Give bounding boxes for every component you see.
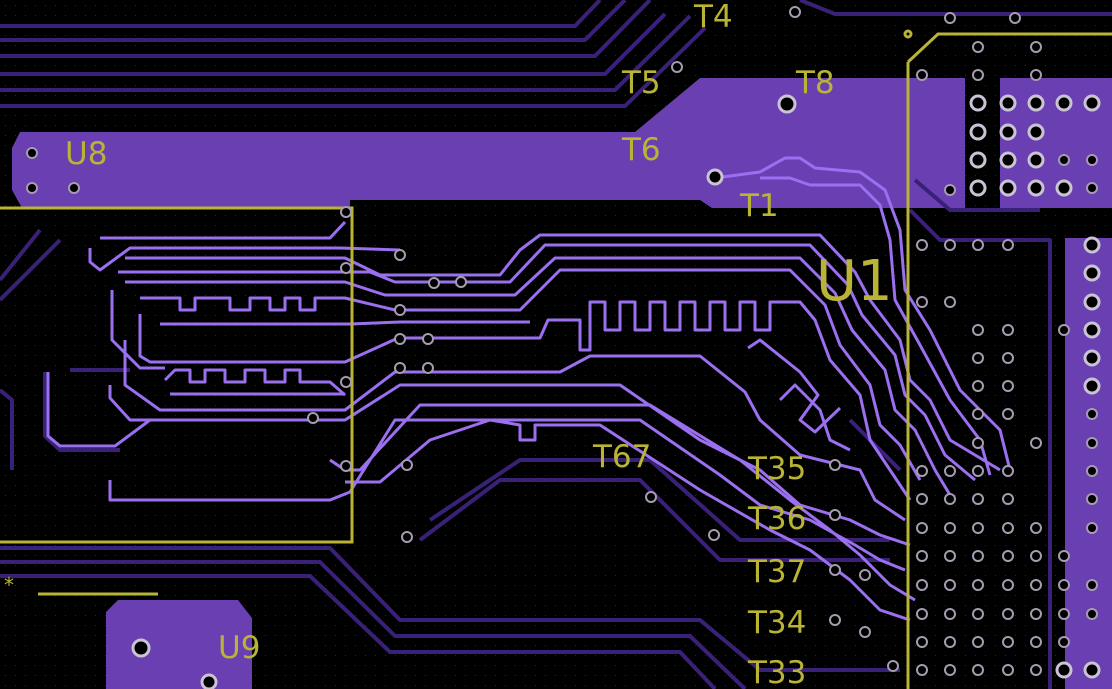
label-t8: T8 (795, 65, 835, 101)
copper-pour-right-lower (1065, 238, 1112, 689)
silkscreen-labels: T4 T5 T8 T6 U8 T1 U1 T67 T35 T36 T37 T34… (4, 0, 893, 689)
label-t67: T67 (592, 439, 651, 475)
copper-pour-u9 (106, 600, 252, 689)
label-t5: T5 (621, 65, 661, 101)
vias-large (131, 94, 1101, 689)
label-u1: U1 (816, 249, 893, 314)
label-t4: T4 (693, 0, 733, 35)
label-t33: T33 (747, 655, 806, 689)
pin1-marker: * (4, 573, 14, 597)
u8-outline (0, 206, 354, 544)
vias-small (26, 6, 1098, 676)
bright-traces (46, 156, 1012, 622)
u1-outline (906, 32, 1112, 689)
label-u9: U9 (218, 630, 260, 666)
label-t6: T6 (621, 132, 661, 168)
silkscreen-outlines (0, 29, 1112, 689)
copper-pour-right-upper (1000, 78, 1112, 208)
label-t36: T36 (747, 501, 806, 537)
label-t37: T37 (747, 554, 806, 590)
u1-pin1-dot (903, 29, 913, 39)
label-t35: T35 (747, 451, 806, 487)
label-u8: U8 (65, 136, 107, 172)
label-t34: T34 (747, 605, 806, 641)
label-t1: T1 (739, 188, 779, 224)
